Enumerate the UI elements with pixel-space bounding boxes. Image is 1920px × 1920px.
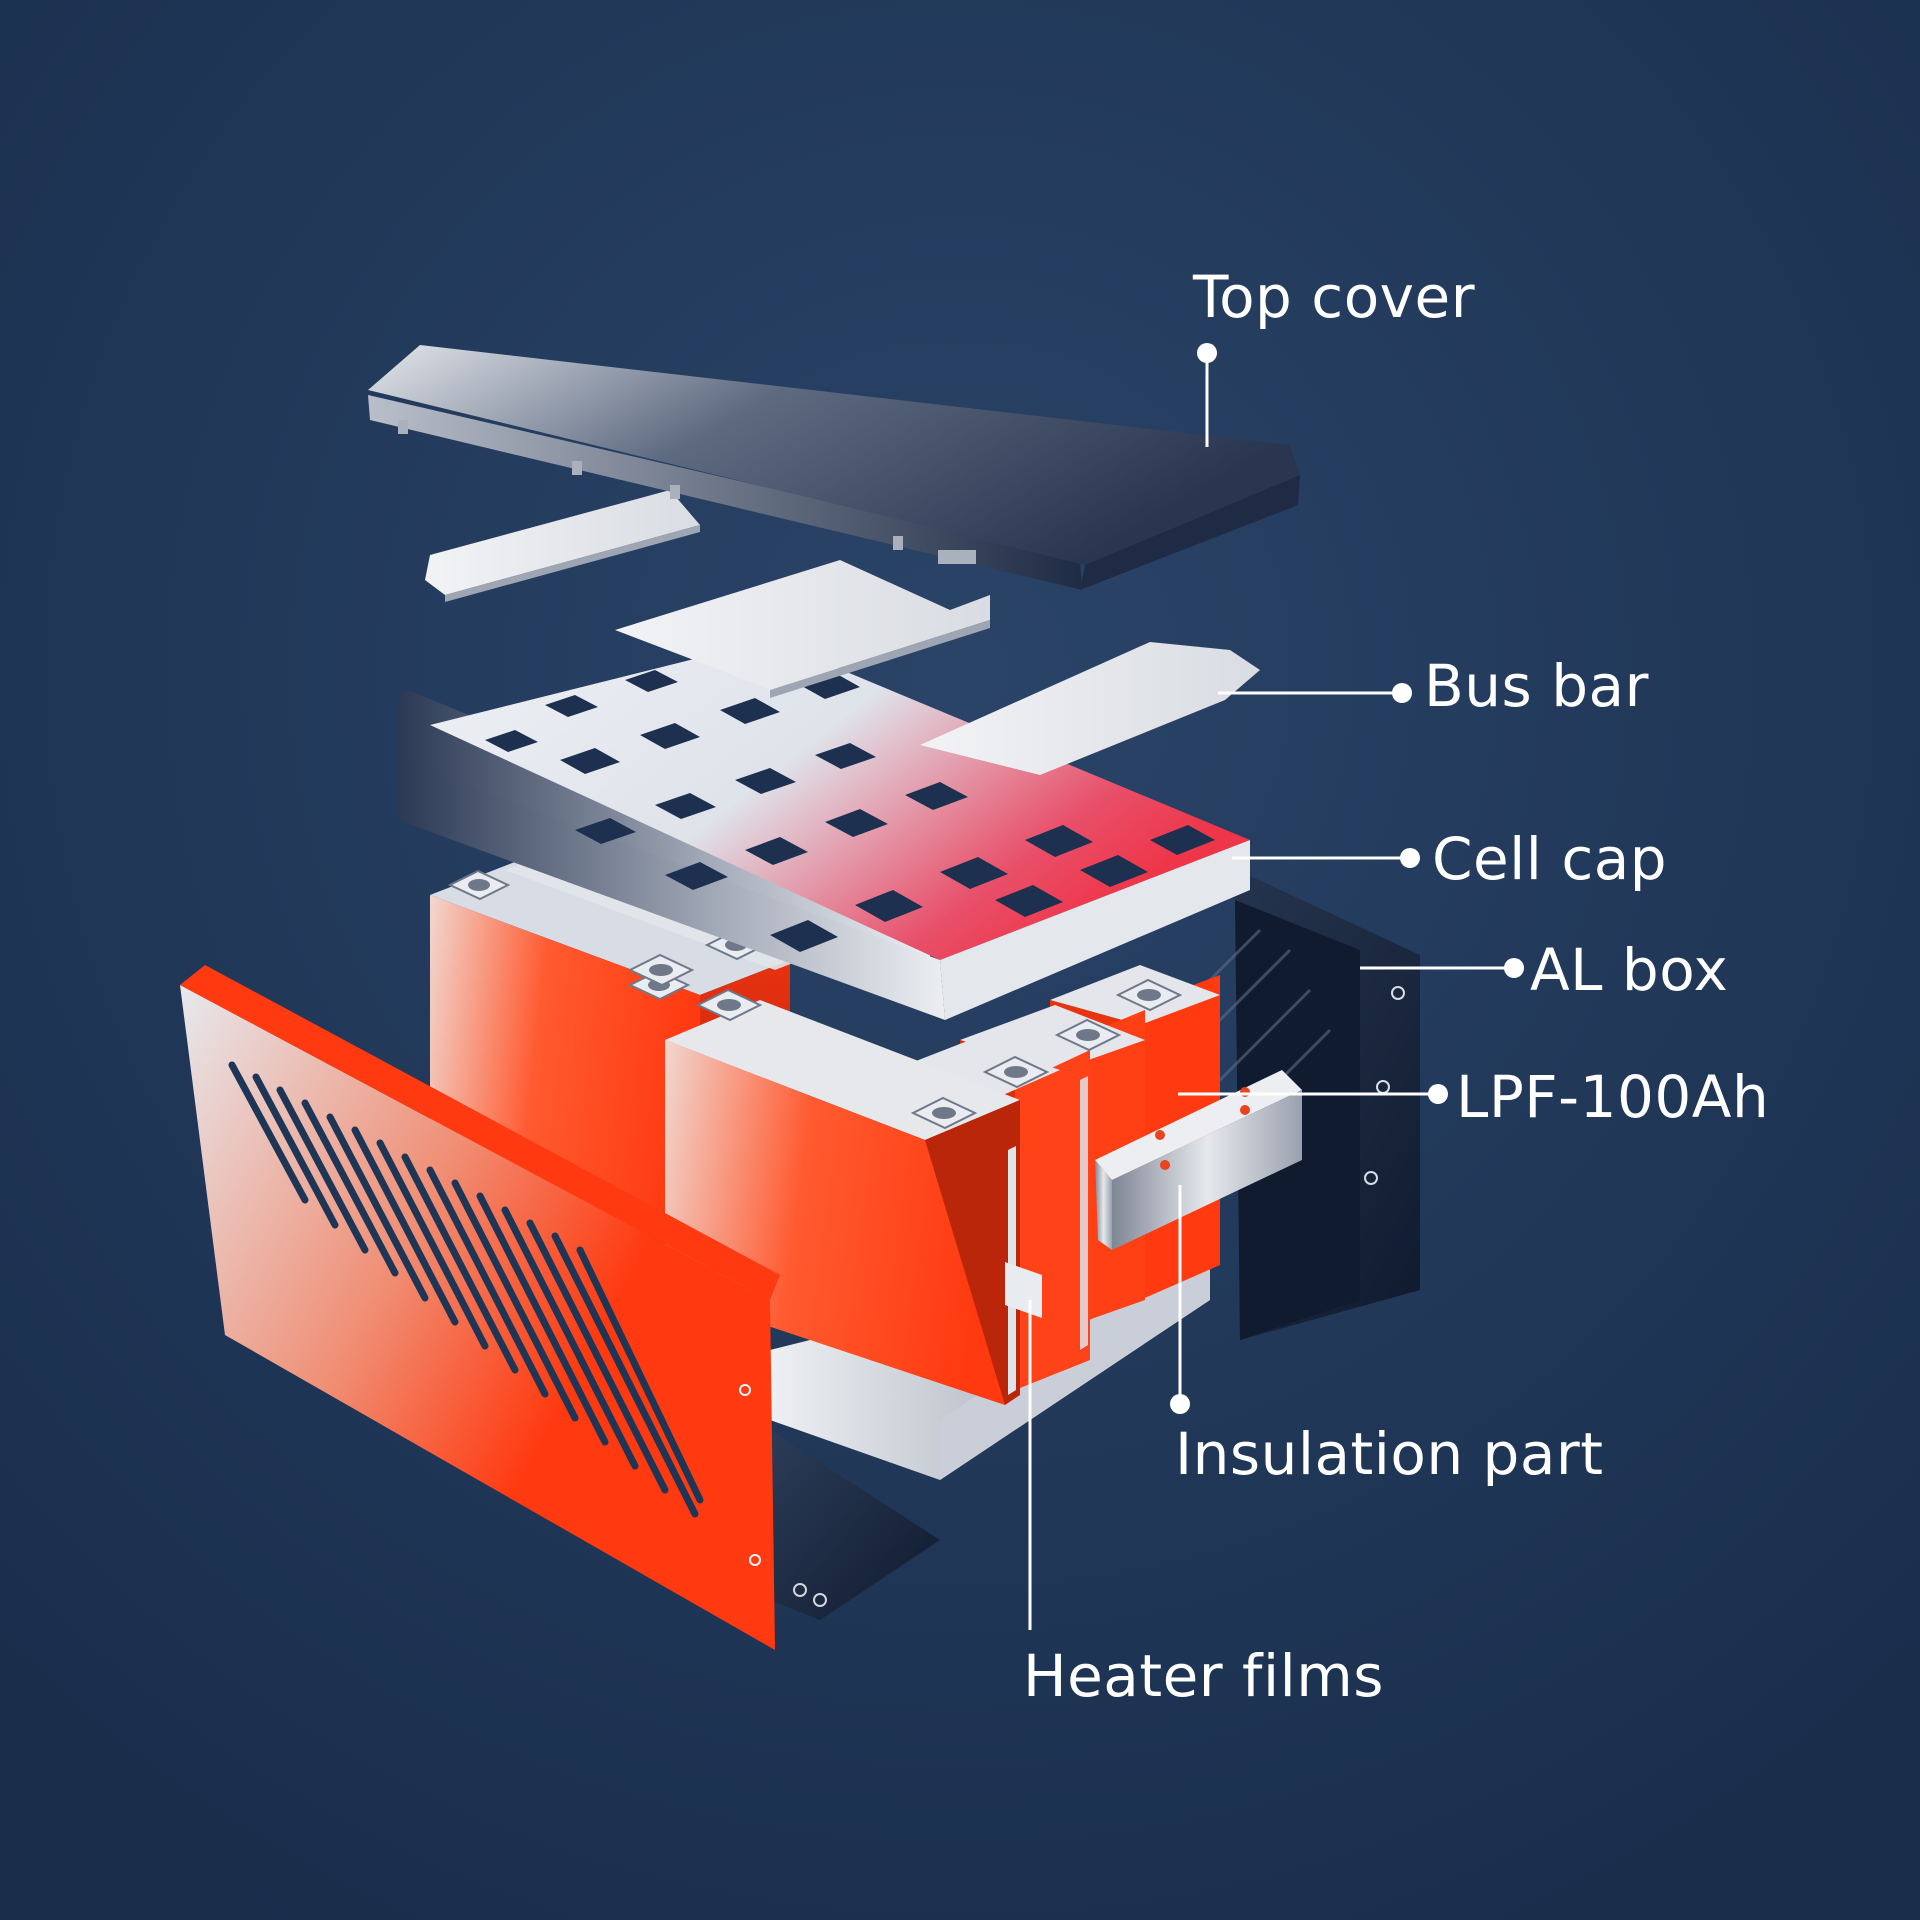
cell-cap-left-edge: [398, 760, 945, 1020]
top-cover: [368, 345, 1300, 590]
heater-film: [1080, 1076, 1088, 1350]
label-cell-cap: Cell cap: [1432, 825, 1667, 893]
bus-bars: [425, 490, 1260, 775]
leader-al-box: [1360, 958, 1524, 978]
cover-tab: [893, 536, 903, 550]
al-box-bracket: [770, 1430, 940, 1620]
cell-terminal-icon: [627, 953, 695, 987]
panel-hole: [749, 1554, 761, 1566]
label-bus-bar: Bus bar: [1424, 652, 1649, 720]
cover-tab: [938, 550, 976, 564]
cell-terminal-icon: [982, 1055, 1050, 1089]
cell-cap-front-edge: [940, 840, 1250, 1020]
cell-terminal-icon: [1054, 1018, 1122, 1052]
insulation-bar-front: [1112, 1090, 1302, 1250]
insulation-hole: [1240, 1105, 1250, 1115]
al-box-hole: [1391, 986, 1405, 1000]
cell-terminal-icon: [1115, 978, 1183, 1012]
insulation-bar-face: [1095, 1160, 1112, 1250]
terminals-front: [627, 953, 1183, 1130]
insulation-hole: [1160, 1160, 1170, 1170]
labels: Top cover Bus bar Cell cap AL box LPF-10…: [1023, 263, 1769, 1710]
panel-hole: [739, 1384, 751, 1396]
heater-films: [1005, 1076, 1088, 1395]
cover-tab: [398, 420, 408, 434]
leader-cell: [1178, 1084, 1448, 1104]
al-box-hole: [1364, 1171, 1378, 1185]
top-cover-front-flange: [368, 395, 1082, 590]
label-insulation-part: Insulation part: [1175, 1420, 1603, 1488]
label-al-box: AL box: [1530, 936, 1728, 1004]
front-panel-top-edge: [180, 965, 780, 1300]
leader-bus-bar: [1218, 683, 1412, 703]
vent-slots: [228, 1061, 704, 1518]
cell-side-1: [1015, 1050, 1090, 1390]
insulation-part: [1095, 1070, 1302, 1250]
bracket-hole: [813, 1593, 827, 1607]
cell-back-top: [430, 860, 790, 995]
bus-bar-edge: [770, 620, 990, 698]
leader-cell-cap: [1232, 848, 1420, 868]
leader-insulation-part: [1170, 1185, 1190, 1414]
cell-terminal-icon: [910, 1096, 978, 1130]
cell-terminal-icon: [447, 869, 511, 901]
label-top-cover: Top cover: [1192, 263, 1475, 331]
bracket-hole: [793, 1583, 807, 1597]
front-panel: [180, 965, 780, 1650]
label-cell: LPF-100Ah: [1456, 1063, 1769, 1131]
bus-bar-right: [920, 642, 1260, 775]
leader-lines: [1028, 343, 1524, 1630]
insulation-hole: [1155, 1130, 1165, 1140]
cell-cap-top: [430, 640, 1250, 960]
cell-cap-windows: [485, 620, 1215, 952]
leader-top-cover: [1197, 343, 1217, 447]
bus-bar-left: [425, 490, 700, 595]
top-cover-right-flange: [1080, 475, 1300, 590]
cover-tab: [670, 485, 680, 499]
bus-bar-center: [615, 560, 990, 690]
top-cover-tabs: [398, 420, 976, 564]
label-heater-films: Heater films: [1023, 1642, 1384, 1710]
top-cover-face: [368, 345, 1300, 565]
heater-film-tab: [1005, 1262, 1042, 1318]
cover-tab: [572, 461, 582, 475]
insulation-bar-top: [1095, 1070, 1302, 1180]
cell-cap: [398, 620, 1250, 1020]
cell-terminal-icon: [695, 988, 763, 1022]
bus-bar-edge: [445, 525, 700, 602]
cell-main-side: [925, 1100, 1020, 1405]
